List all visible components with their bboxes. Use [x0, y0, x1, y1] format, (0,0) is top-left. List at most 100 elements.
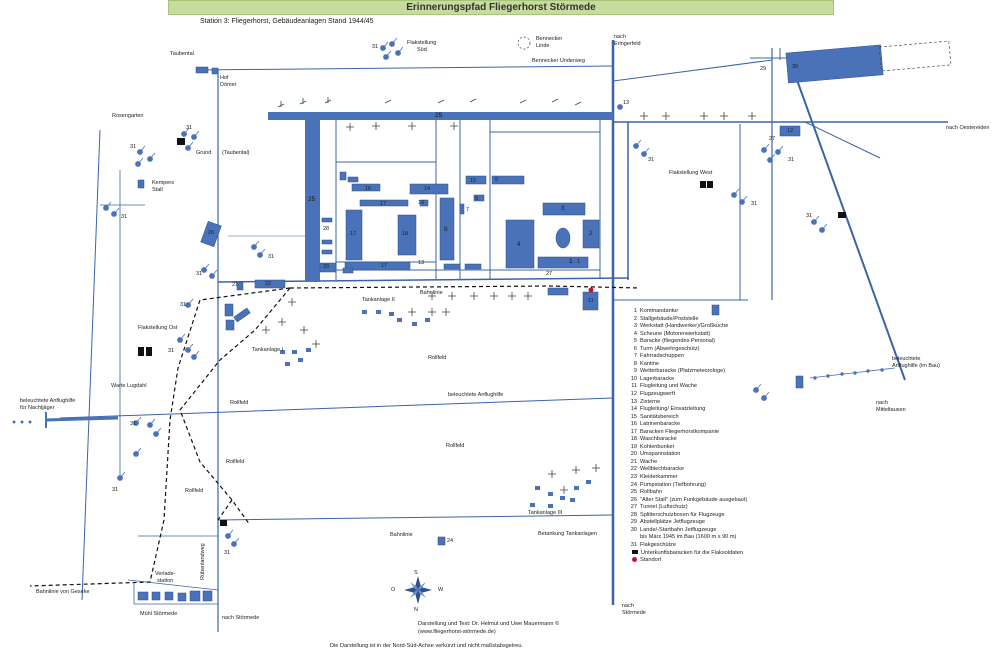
legend-item-label: bis März 1945 im Bau (1600 m x 90 m) — [640, 534, 737, 541]
num-19: 19 — [418, 200, 425, 206]
label-nach-stoermede-left: nach Störmede — [222, 615, 260, 621]
num-26: 26 — [208, 230, 215, 236]
legend-item-number: 23 — [630, 474, 637, 481]
page-title: Erinnerungspfad Fliegerhorst Störmede — [406, 2, 596, 13]
num-31c: 31 — [130, 144, 137, 150]
legend-item-number: 5 — [633, 338, 637, 345]
num-11: 11 — [588, 298, 594, 304]
legend-item-number: 13 — [630, 398, 637, 405]
label-doemer: Dömer — [220, 82, 237, 88]
num-20: 20 — [323, 264, 330, 270]
label-betankung: Betankung Tankanlagen — [538, 531, 597, 537]
label-tankanlage-iii: Tankanlage III — [528, 510, 563, 516]
railway — [29, 285, 641, 587]
label-bahnlinie-top: Bahnlinie — [420, 290, 443, 296]
label-eringerfeld: Eringerfeld — [614, 41, 641, 47]
num-27b: 27 — [769, 136, 776, 142]
buildings — [137, 44, 884, 602]
legend-item: 26"Alter Stall" (zum Funkgebäude ausgeba… — [628, 497, 808, 505]
num-3: 3 — [561, 205, 565, 212]
label-rollfeld-2: Rollfeld — [230, 400, 249, 406]
num-9: 9 — [475, 196, 479, 202]
label-rollfeld-3: Rollfeld — [446, 443, 465, 449]
num-25a: 25 — [435, 112, 443, 119]
label-tankanlage-ii: Tankanlage II — [362, 297, 395, 303]
legend-item-label: Flugzeugwerft — [640, 391, 676, 398]
legend-item-label: Sanitätsbereich — [640, 413, 679, 420]
num-31o: 31 — [806, 213, 813, 219]
label-taubental: Taubental — [170, 51, 194, 57]
legend-barracks-label: Unterkunftsbaracken für die Flaksoldaten — [641, 549, 743, 556]
legend-item-number: 9 — [633, 368, 637, 375]
page-subtitle: Station 3: Fliegerhorst, Gebäudeanlagen … — [200, 18, 374, 25]
legend-item-label: Wellblechbaracke — [640, 466, 685, 473]
label-anflughilfe-left2: für Nachtjäger — [20, 405, 55, 411]
legend-item-number: 19 — [630, 443, 637, 450]
standort-marker — [588, 287, 594, 293]
num-4: 4 — [517, 241, 521, 248]
aircraft-shelters — [262, 97, 756, 494]
label-flakstellung-west: Flakstellung West — [669, 170, 713, 176]
num-31d: 31 — [121, 214, 128, 220]
num-31e: 31 — [268, 254, 275, 260]
legend-item-label: Wetterbaracke (Platzmeteorologe) — [640, 368, 726, 375]
num-29: 29 — [760, 66, 767, 72]
legend-item-label: Scheune (Motorenwerkstatt) — [640, 330, 711, 337]
legend-item-label: Kleiderkammer — [640, 474, 678, 481]
legend-item-label: Splitterschutzboxen für Flugzeuge — [640, 511, 725, 518]
legend-item-label: Tunnel (Luftschutz) — [640, 504, 688, 511]
legend-item-number: 7 — [633, 353, 637, 360]
legend-item-label: Zisterne — [640, 398, 661, 405]
legend-item-label: Fahrradschuppen — [640, 353, 684, 360]
credits-line-2: (www.fliegerhorst-störmede.de) — [418, 629, 496, 635]
num-17b: 17 — [350, 231, 357, 237]
legend-item-number: 24 — [630, 481, 637, 488]
tank-installations — [280, 310, 591, 508]
num-15: 15 — [470, 178, 477, 184]
label-verladestation: Verlade- — [155, 571, 176, 577]
legend-item-label: Flugleitung/ Einsatzleitung — [640, 406, 706, 413]
label-flakstellung-sued: Flakstellung — [407, 40, 437, 46]
footnote: Die Darstellung ist in der Nord-Süd-Achs… — [330, 643, 524, 649]
barracks-symbol-icon — [632, 550, 638, 555]
label-hof: Hof — [220, 75, 229, 81]
num-17a: 17 — [380, 201, 387, 207]
standort-dot-icon — [632, 557, 637, 563]
legend-item-label: Flakgeschütze — [640, 541, 677, 548]
legend-item-label: Latrinenbaracke — [640, 421, 681, 428]
legend-item-number: 21 — [630, 458, 637, 465]
label-flakstellung-sued2: Süd — [417, 47, 427, 53]
approach-lights-left — [12, 412, 119, 428]
legend-item-label: Kantine — [640, 360, 659, 367]
legend-item-label: Stallgebäude/Poststelle — [640, 315, 699, 322]
label-anflughilfe-right2: Anflughilfe (im Bau) — [892, 363, 940, 369]
legend-item-label: Baracken Fliegerhorstkompanie — [640, 428, 719, 435]
label-bahnlinie-bottom: Bahnlinie — [390, 532, 413, 538]
legend-item-number: 1 — [633, 308, 637, 314]
num-5: 5 — [495, 177, 499, 183]
legend-item-number: 26 — [630, 496, 637, 503]
num-13: 13 — [623, 100, 630, 106]
legend-item-label: Kommandantur — [640, 308, 679, 314]
legend-item-label: Waschbaracke — [640, 436, 677, 443]
legend-item-number: 28 — [630, 511, 637, 518]
legend-item-number: 14 — [630, 406, 637, 413]
num-22: 22 — [265, 281, 272, 287]
legend-item-number: 10 — [630, 375, 637, 382]
